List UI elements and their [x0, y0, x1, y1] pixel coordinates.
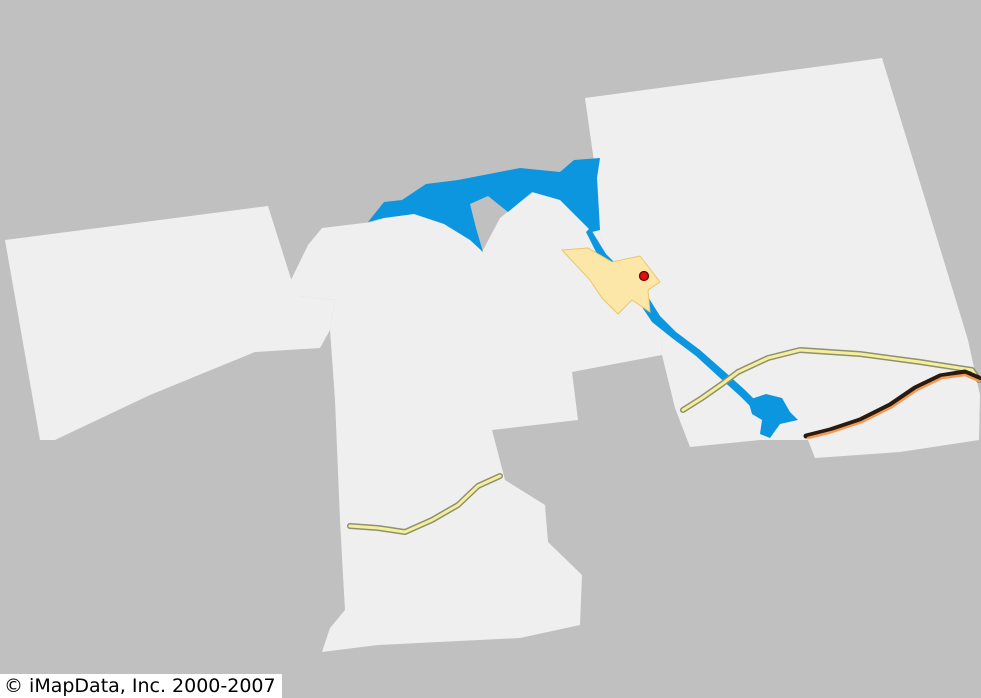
copyright-notice: © iMapData, Inc. 2000-2007 [0, 674, 282, 698]
lake-west [368, 158, 600, 252]
lake-east [748, 394, 798, 438]
highway-fill-south [348, 474, 502, 534]
railway-casing [803, 369, 981, 439]
urban-area [560, 247, 661, 315]
river-main [586, 228, 760, 410]
red-dot-icon[interactable] [638, 270, 650, 282]
water-features [368, 158, 798, 438]
railways [803, 369, 981, 440]
highway-fill-north [681, 348, 981, 412]
county-west [5, 206, 335, 440]
highways [347, 347, 981, 535]
railway-fill [806, 373, 981, 440]
